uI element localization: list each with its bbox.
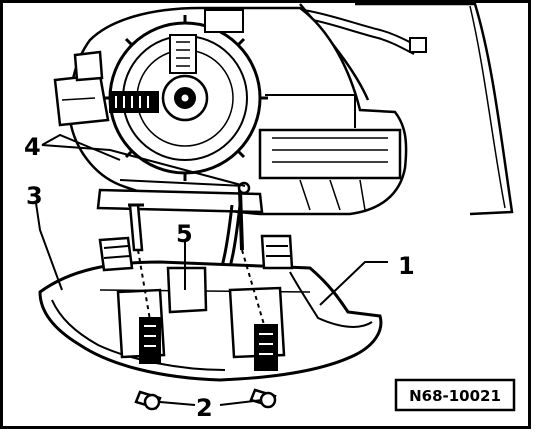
fastening-screws (134, 388, 277, 411)
callout-5: 5 (176, 220, 193, 248)
clock-spring (102, 9, 268, 181)
clip-inserts (139, 317, 278, 371)
leader-lines (35, 133, 388, 406)
callout-2: 2 (196, 394, 213, 422)
reference-code: N68-10021 (409, 387, 501, 405)
callout-3: 3 (26, 182, 43, 210)
guide-lines (137, 249, 266, 329)
left-bracket (53, 50, 110, 127)
callout-4: 4 (24, 133, 41, 161)
reference-code-box: N68-10021 (394, 378, 516, 412)
retaining-clips (98, 234, 294, 272)
callout-1: 1 (398, 252, 415, 280)
